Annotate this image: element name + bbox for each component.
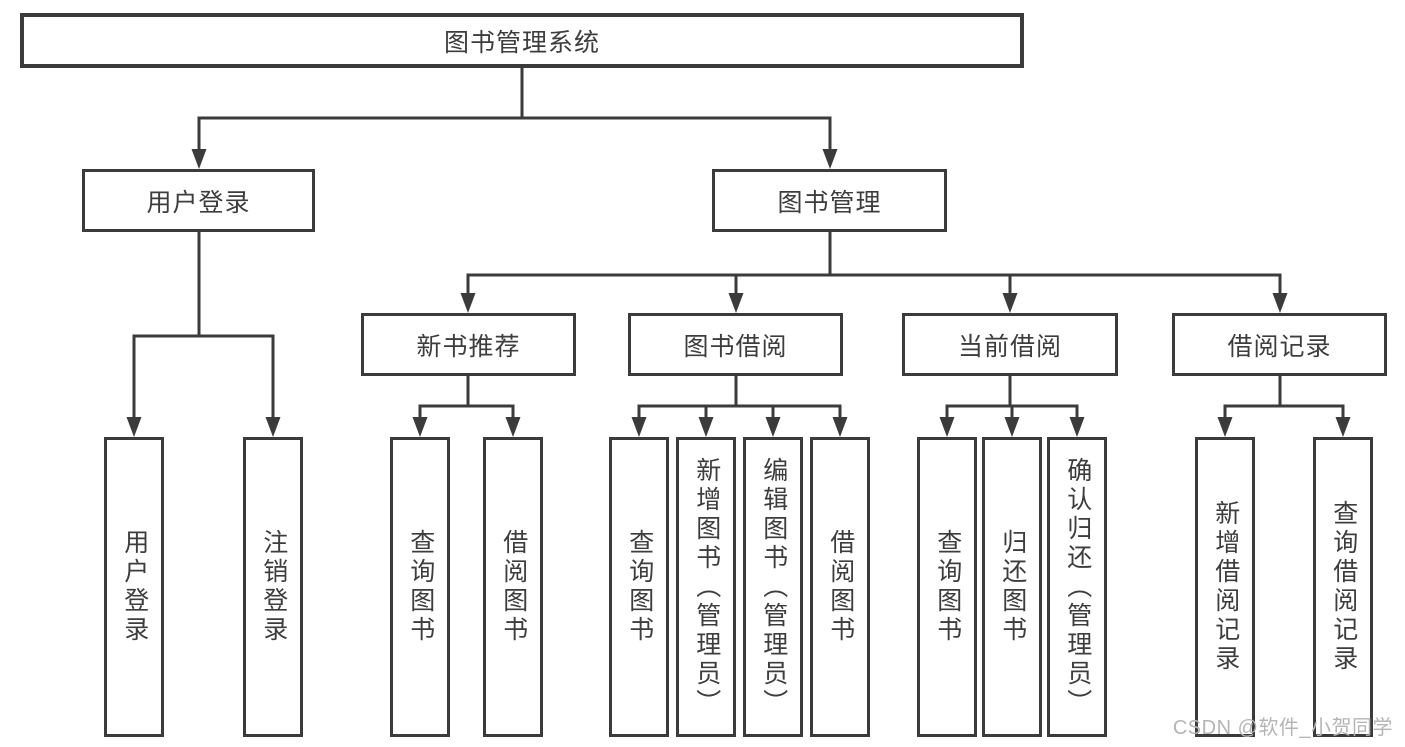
- node-current-borrow: 当前借阅: [902, 313, 1118, 376]
- leaf-borrow-books-recommend-label: 借阅图书: [499, 529, 528, 645]
- leaf-borrow-books-recommend: 借阅图书: [483, 437, 543, 737]
- arrowhead-user-login: [191, 149, 207, 169]
- arrowhead-current-leaf-1: [1004, 417, 1020, 437]
- leaf-confirm-return-admin: 确认归还（管理员）: [1047, 437, 1107, 737]
- connector-root: [197, 66, 832, 154]
- leaf-logout: 注销登录: [243, 437, 303, 737]
- leaf-add-book-admin: 新增图书（管理员）: [676, 437, 736, 737]
- leaf-return-books-label: 归还图书: [998, 529, 1027, 645]
- leaf-confirm-return-admin-label: 确认归还（管理员）: [1063, 456, 1092, 718]
- leaf-edit-book-admin: 编辑图书（管理员）: [743, 437, 803, 737]
- node-user-login-label: 用户登录: [146, 188, 251, 217]
- connector-book-borrow: [637, 374, 842, 422]
- arrowhead-newbook-leaf-0: [412, 417, 428, 437]
- connector-current-borrow: [945, 374, 1079, 422]
- arrowhead-current-leaf-0: [939, 417, 955, 437]
- arrowhead-borrow-leaf-0: [631, 417, 647, 437]
- leaf-query-borrow-record-label: 查询借阅记录: [1329, 500, 1358, 674]
- leaf-query-books-recommend-label: 查询图书: [406, 529, 435, 645]
- leaf-add-borrow-record: 新增借阅记录: [1195, 437, 1255, 737]
- leaf-user-login: 用户登录: [104, 437, 164, 737]
- leaf-edit-book-admin-label: 编辑图书（管理员）: [759, 456, 788, 718]
- arrowhead-borrow-leaf-3: [832, 417, 848, 437]
- leaf-query-books-current: 查询图书: [917, 437, 977, 737]
- leaf-return-books: 归还图书: [982, 437, 1042, 737]
- node-new-book-recommend-label: 新书推荐: [416, 332, 521, 361]
- leaf-borrow-books-label: 借阅图书: [826, 529, 855, 645]
- leaf-add-borrow-record-label: 新增借阅记录: [1211, 500, 1240, 674]
- node-borrow-records: 借阅记录: [1172, 313, 1387, 376]
- leaf-query-books-borrow: 查询图书: [609, 437, 669, 737]
- connector-borrow-records: [1223, 374, 1345, 422]
- arrowhead-current-borrow: [1002, 293, 1018, 313]
- leaf-query-books-borrow-label: 查询图书: [625, 529, 654, 645]
- node-root: 图书管理系统: [20, 13, 1024, 68]
- leaf-user-login-label: 用户登录: [120, 529, 149, 645]
- node-new-book-recommend: 新书推荐: [361, 313, 576, 376]
- arrowhead-book-borrow: [728, 293, 744, 313]
- node-borrow-records-label: 借阅记录: [1227, 332, 1332, 361]
- arrowhead-new-book-recommend: [460, 293, 476, 313]
- arrowhead-borrow-leaf-1: [698, 417, 714, 437]
- node-root-label: 图书管理系统: [443, 28, 600, 57]
- node-book-borrow: 图书借阅: [628, 313, 843, 376]
- leaf-query-borrow-record: 查询借阅记录: [1313, 437, 1373, 737]
- leaf-query-books-current-label: 查询图书: [933, 529, 962, 645]
- arrowhead-records-leaf-0: [1217, 417, 1233, 437]
- arrowhead-current-leaf-2: [1069, 417, 1085, 437]
- node-book-management: 图书管理: [712, 169, 947, 232]
- csdn-watermark: CSDN @软件_小贺同学: [1172, 717, 1393, 739]
- node-book-borrow-label: 图书借阅: [683, 332, 788, 361]
- leaf-query-books-recommend: 查询图书: [390, 437, 450, 737]
- arrowhead-leaf-logout: [265, 417, 281, 437]
- node-book-management-label: 图书管理: [777, 188, 882, 217]
- connector-book-management: [466, 230, 1282, 298]
- arrowhead-borrow-records: [1272, 293, 1288, 313]
- arrowhead-newbook-leaf-1: [505, 417, 521, 437]
- leaf-logout-label: 注销登录: [259, 529, 288, 645]
- arrowhead-leaf-user-login: [126, 417, 142, 437]
- node-user-login: 用户登录: [82, 169, 315, 232]
- arrowhead-records-leaf-1: [1335, 417, 1351, 437]
- leaf-borrow-books: 借阅图书: [810, 437, 870, 737]
- arrowhead-borrow-leaf-2: [765, 417, 781, 437]
- arrowhead-book-management: [822, 149, 838, 169]
- leaf-add-book-admin-label: 新增图书（管理员）: [692, 456, 721, 718]
- connector-new-book-recommend: [418, 374, 515, 422]
- connector-user-login: [132, 230, 275, 422]
- node-current-borrow-label: 当前借阅: [957, 332, 1062, 361]
